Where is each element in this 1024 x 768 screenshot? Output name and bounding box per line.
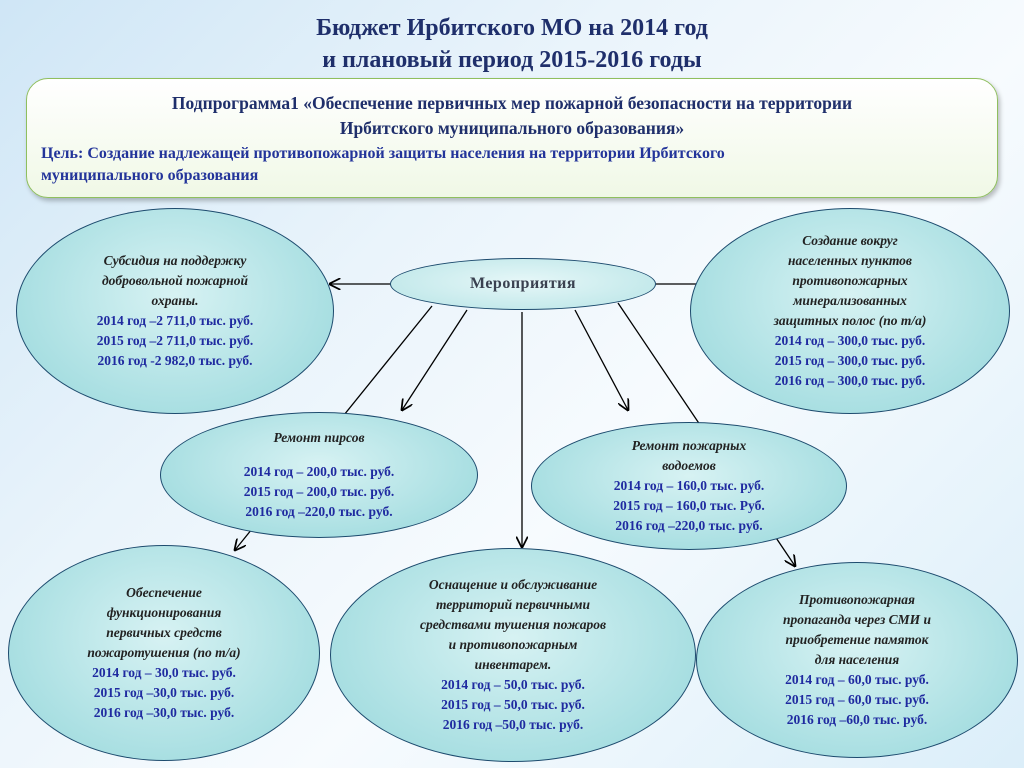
strips-desc-3: противопожарных [792, 273, 908, 288]
page-title: Бюджет Ирбитского МО на 2014 год и плано… [0, 12, 1024, 76]
activity-propaganda: Противопожарная пропаганда через СМИ и п… [696, 562, 1018, 758]
piers-year-2014: 2014 год – 200,0 тыс. руб. [243, 464, 395, 479]
reservoirs-year-2016: 2016 год –220,0 тыс. руб. [615, 518, 763, 533]
propaganda-year-2015: 2015 год – 60,0 тыс. руб. [785, 692, 929, 707]
subprogram-heading: Подпрограмма1 «Обеспечение первичных мер… [41, 91, 983, 141]
equipment-year-2015: 2015 год – 50,0 тыс. руб. [441, 697, 585, 712]
equipment-desc-3: средствами тушения пожаров [419, 617, 606, 632]
title-line-1: Бюджет Ирбитского МО на 2014 год [316, 15, 708, 41]
reservoirs-desc-2: водоемов [662, 458, 716, 473]
subsidy-desc-1: Субсидия на поддержку [103, 253, 247, 268]
primary-means-desc-1: Обеспечение [126, 585, 202, 600]
primary-means-year-2016: 2016 год –30,0 тыс. руб. [93, 705, 235, 720]
propaganda-year-2014: 2014 год – 60,0 тыс. руб. [785, 672, 929, 687]
primary-means-desc-3: первичных средств [106, 625, 222, 640]
piers-desc-1: Ремонт пирсов [273, 430, 365, 445]
strips-desc-2: населенных пунктов [788, 253, 912, 268]
arrow-to-reservoirs [574, 309, 628, 410]
equipment-desc-2: территорий первичными [435, 597, 591, 612]
subprogram-heading-line-1: Подпрограмма1 «Обеспечение первичных мер… [171, 93, 853, 113]
reservoirs-desc-1: Ремонт пожарных [631, 438, 747, 453]
equipment-desc-4: и противопожарным [448, 637, 578, 652]
propaganda-desc-2: пропаганда через СМИ и [783, 612, 931, 627]
subsidy-year-2016: 2016 год -2 982,0 тыс. руб. [97, 353, 253, 368]
reservoirs-year-2014: 2014 год – 160,0 тыс. руб. [613, 478, 765, 493]
title-line-2: и плановый период 2015-2016 годы [322, 47, 702, 73]
subprogram-heading-line-2: Ирбитского муниципального образования» [339, 118, 685, 138]
activity-strips: Создание вокруг населенных пунктов проти… [690, 208, 1010, 414]
piers-year-2015: 2015 год – 200,0 тыс. руб. [243, 484, 395, 499]
center-node-activities: Мероприятия [390, 258, 656, 310]
primary-means-desc-4: пожаротушения (по т/а) [87, 645, 241, 660]
arrow-to-piers [402, 309, 468, 410]
activity-primary-means: Обеспечение функционирования первичных с… [8, 545, 320, 761]
primary-means-year-2014: 2014 год – 30,0 тыс. руб. [92, 665, 236, 680]
equipment-desc-5: инвентарем. [474, 657, 552, 672]
strips-desc-5: защитных полос (по т/а) [773, 313, 927, 328]
activity-reservoirs: Ремонт пожарных водоемов 2014 год – 160,… [531, 422, 847, 550]
activity-piers: Ремонт пирсов 2014 год – 200,0 тыс. руб.… [160, 412, 478, 538]
primary-means-desc-2: функционирования [106, 605, 222, 620]
propaganda-year-2016: 2016 год –60,0 тыс. руб. [786, 712, 928, 727]
subsidy-year-2014: 2014 год –2 711,0 тыс. руб. [96, 313, 254, 328]
subprogram-goal-line-1: Цель: Создание надлежащей противопожарно… [41, 145, 725, 162]
equipment-year-2014: 2014 год – 50,0 тыс. руб. [441, 677, 585, 692]
strips-year-2014: 2014 год – 300,0 тыс. руб. [774, 333, 926, 348]
equipment-year-2016: 2016 год –50,0 тыс. руб. [442, 717, 584, 732]
strips-desc-1: Создание вокруг [802, 233, 898, 248]
subsidy-year-2015: 2015 год –2 711,0 тыс. руб. [96, 333, 254, 348]
subsidy-desc-2: добровольной пожарной [101, 273, 249, 288]
subprogram-box: Подпрограмма1 «Обеспечение первичных мер… [26, 78, 998, 198]
propaganda-desc-4: для населения [814, 652, 900, 667]
activity-equipment: Оснащение и обслуживание территорий перв… [330, 548, 696, 762]
propaganda-desc-1: Противопожарная [799, 592, 915, 607]
subprogram-goal: Цель: Создание надлежащей противопожарно… [41, 143, 983, 187]
reservoirs-year-2015: 2015 год – 160,0 тыс. Руб. [613, 498, 765, 513]
strips-year-2015: 2015 год – 300,0 тыс. руб. [774, 353, 926, 368]
strips-desc-4: минерализованных [793, 293, 907, 308]
propaganda-desc-3: приобретение памяток [785, 632, 929, 647]
strips-year-2016: 2016 год – 300,0 тыс. руб. [774, 373, 926, 388]
piers-year-2016: 2016 год –220,0 тыс. руб. [245, 504, 393, 519]
subprogram-goal-line-2: муниципального образования [41, 167, 259, 184]
activity-subsidy: Субсидия на поддержку добровольной пожар… [16, 208, 334, 414]
subsidy-desc-3: охраны. [151, 293, 199, 308]
primary-means-year-2015: 2015 год –30,0 тыс. руб. [93, 685, 235, 700]
equipment-desc-1: Оснащение и обслуживание [428, 577, 598, 592]
